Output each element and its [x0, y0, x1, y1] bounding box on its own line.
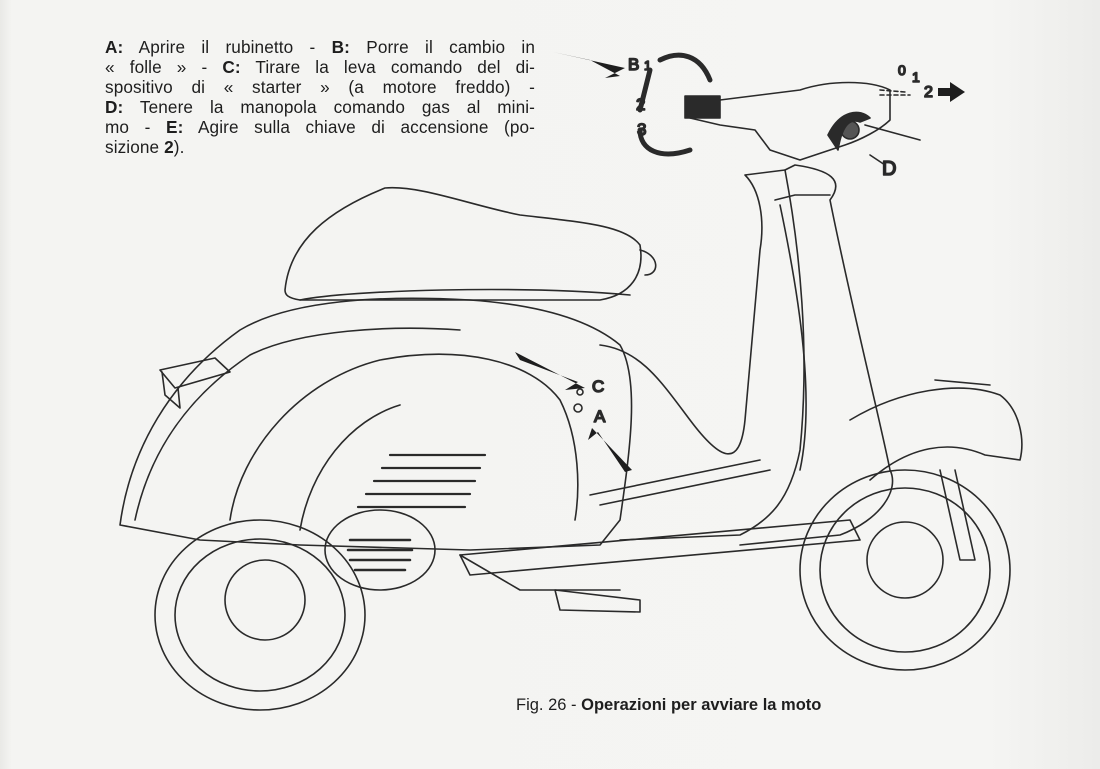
gear-indicator — [637, 52, 713, 157]
step-text: Agire sulla chiave di accensione (po- — [183, 117, 535, 137]
instruction-line: D: Tenere la manopola comando gas al min… — [105, 97, 535, 117]
step-text: Porre il cambio in — [349, 37, 536, 57]
step-text: Aprire il rubinetto - — [123, 37, 332, 57]
step-text: Tirare la leva comando del di- — [240, 57, 535, 77]
label-a: A — [594, 407, 606, 426]
step-text: Tenere la manopola comando gas al mini- — [123, 97, 535, 117]
engine-grille — [356, 453, 487, 509]
instruction-line: sizione 2). — [105, 137, 535, 157]
arrow-c-icon — [515, 352, 585, 390]
figure-caption: Fig. 26 - Operazioni per avviare la moto — [516, 696, 821, 715]
step-text: « folle » - — [105, 57, 223, 77]
step-text: mo - — [105, 117, 166, 137]
instruction-line: mo - E: Agire sulla chiave di accensione… — [105, 117, 535, 137]
label-b: B — [628, 55, 639, 74]
instruction-line: A: Aprire il rubinetto - B: Porre il cam… — [105, 37, 535, 57]
key-position-2: 2 — [924, 84, 933, 101]
key-position-0: 0 — [898, 62, 906, 78]
label-d: D — [882, 158, 896, 180]
instruction-line: spositivo di « starter » (a motore fredd… — [105, 77, 535, 97]
scooter-body — [119, 81, 1023, 576]
step-text: spositivo di « starter » (a motore fredd… — [105, 77, 535, 97]
figure-number: Fig. 26 - — [516, 696, 582, 714]
arrow-a-icon — [588, 428, 632, 472]
step-key: D: — [105, 97, 124, 117]
arrow-b-icon — [553, 52, 625, 78]
step-text: ). — [173, 137, 185, 157]
gear-position-2: 2 — [636, 95, 645, 114]
step-text: sizione — [105, 137, 165, 157]
step-key: C: — [222, 57, 241, 77]
step-key: E: — [166, 117, 184, 137]
rear-wheel — [154, 509, 641, 711]
gear-position-3: 3 — [637, 120, 646, 139]
instruction-line: « folle » - C: Tirare la leva comando de… — [105, 57, 535, 77]
starting-instructions: A: Aprire il rubinetto - B: Porre il cam… — [105, 37, 535, 157]
gear-position-1: 1 — [644, 58, 651, 73]
arrow-e-icon — [938, 82, 965, 102]
key-position-1: 1 — [912, 69, 920, 85]
step-key: 2 — [164, 137, 174, 157]
figure-title: Operazioni per avviare la moto — [581, 696, 822, 714]
front-wheel — [799, 469, 1011, 671]
step-key: B: — [331, 37, 350, 57]
label-c: C — [592, 377, 604, 396]
step-key: A: — [105, 37, 124, 57]
